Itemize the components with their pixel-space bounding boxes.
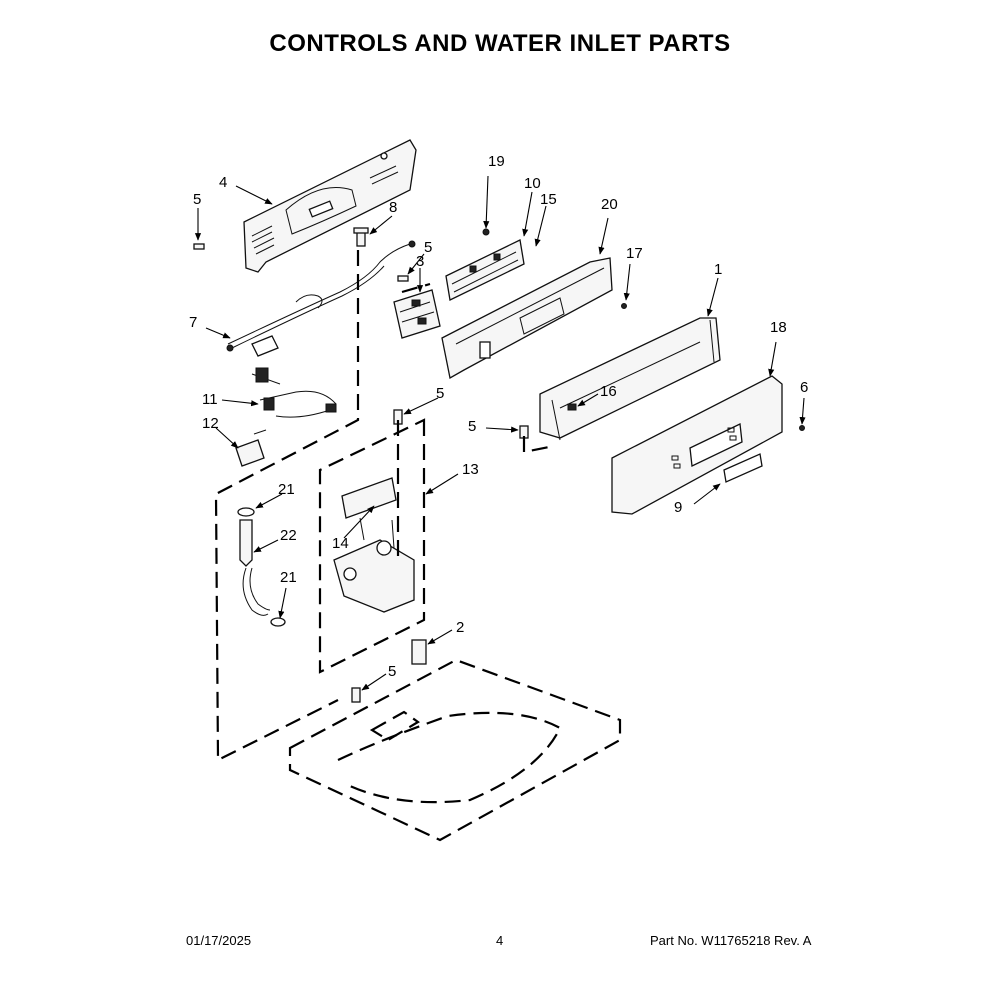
callout-21: 21: [280, 569, 297, 586]
callout-18: 18: [770, 319, 787, 336]
dashed-connectors: [214, 250, 555, 762]
callout-5: 5: [424, 239, 432, 256]
callout-15: 15: [540, 191, 557, 208]
part-9-lens: [723, 453, 763, 483]
callout-8: 8: [389, 199, 397, 216]
callout-19: 19: [488, 153, 505, 170]
callout-17: 17: [626, 245, 643, 262]
part-6-screw: [799, 425, 805, 431]
footer-date: 01/17/2025: [186, 933, 252, 948]
callout-22: 22: [280, 527, 297, 544]
part-1-console: [539, 317, 721, 441]
callout-5: 5: [468, 418, 476, 435]
small-hardware: [193, 228, 805, 703]
callout-14: 14: [332, 535, 349, 552]
part-7-harness: [226, 240, 416, 357]
callout-5: 5: [388, 663, 396, 680]
part-17-screw: [621, 303, 627, 309]
part-19-screw: [482, 228, 490, 236]
callout-6: 6: [800, 379, 808, 396]
callout-10: 10: [524, 175, 541, 192]
callout-16: 16: [600, 383, 617, 400]
footer-part-number: Part No. W11765218 Rev. A: [650, 933, 812, 948]
part-5-screw-b: [397, 275, 409, 282]
footer-page-number: 4: [496, 933, 504, 948]
part-5-screw-a: [193, 243, 205, 250]
part-10-ui-board: [445, 239, 525, 301]
callout-4: 4: [219, 174, 227, 191]
callout-9: 9: [674, 499, 682, 516]
part-20-console-back: [441, 257, 613, 380]
diagram-title: CONTROLS AND WATER INLET PARTS: [269, 30, 731, 57]
callout-5: 5: [436, 385, 444, 402]
part-12-switch: [235, 429, 267, 467]
part-22-hose: [237, 507, 286, 627]
callout-2: 2: [456, 619, 464, 636]
callout-11: 11: [202, 391, 218, 408]
part-11-harness: [251, 367, 337, 418]
part-13-valve-assembly: [318, 418, 426, 674]
leader-lines: [194, 175, 806, 691]
part-2-connector: [411, 639, 427, 665]
part-16-clip: [567, 403, 577, 411]
callout-13: 13: [462, 461, 479, 478]
callout-3: 3: [416, 253, 424, 270]
callout-labels: 4 5 8 5 3 7 11 12 19 10 15 20 17 1 18 6 …: [189, 153, 808, 680]
callout-21: 21: [278, 481, 295, 498]
callout-1: 1: [714, 261, 722, 278]
part-3-control-module: [393, 289, 441, 339]
part-5-screw-e: [351, 687, 361, 703]
part-4-panel-bracket: [243, 139, 417, 273]
washer-top-outline: [288, 658, 622, 842]
callout-5: 5: [193, 191, 201, 208]
part-8-screw: [353, 227, 369, 247]
callout-20: 20: [601, 196, 618, 213]
callout-7: 7: [189, 314, 197, 331]
callout-12: 12: [202, 415, 219, 432]
